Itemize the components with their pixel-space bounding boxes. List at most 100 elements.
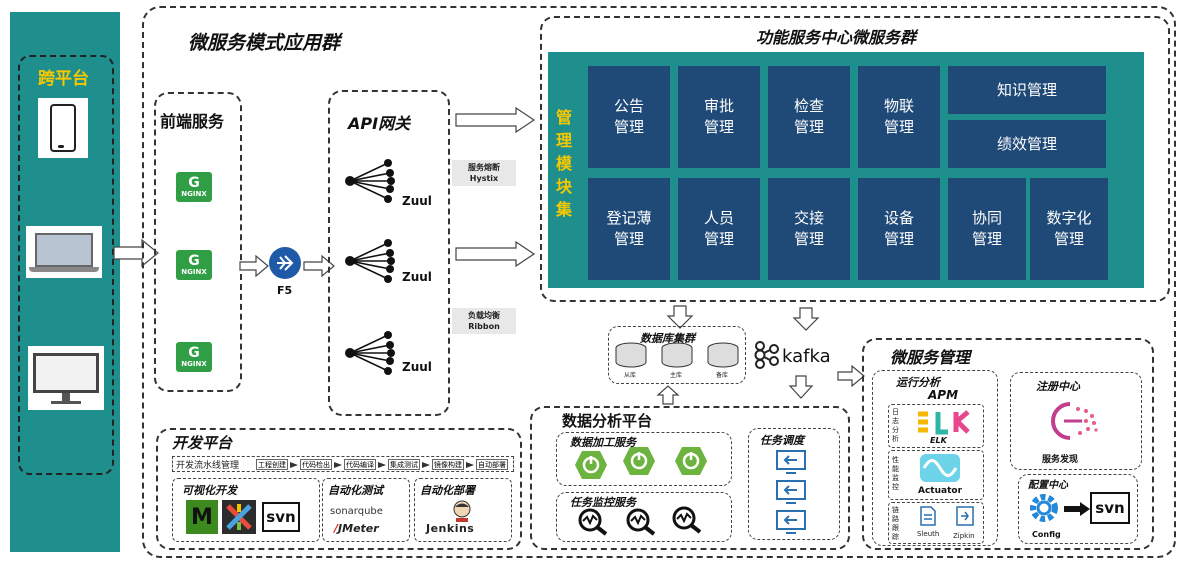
database-icon: [661, 342, 693, 368]
module-handover: 交接 管理: [768, 178, 850, 280]
database-icon: [707, 342, 739, 368]
monitor-search-icon: [578, 508, 608, 536]
visual-dev-container: [172, 478, 320, 542]
pipeline-label: 开发流水线管理: [176, 461, 240, 471]
management-modules-label: 管理模块集: [556, 108, 573, 219]
auto-deploy-container: [414, 478, 512, 542]
f5-label: F5: [277, 284, 293, 297]
zuul-label: Zuul: [402, 194, 432, 208]
elk-icon: [918, 410, 970, 435]
database-icon: [615, 342, 647, 368]
module-equipment: 设备 管理: [858, 178, 940, 280]
module-inspection: 检查 管理: [768, 66, 850, 168]
spring-boot-icon: [675, 447, 707, 475]
pipeline-step: 自动部署: [476, 459, 508, 470]
laptop-icon: [26, 226, 102, 278]
trace-label: 链路跟踪: [892, 506, 899, 541]
db-label: 主库: [670, 372, 683, 379]
function-center-container: [540, 16, 1170, 302]
service-discovery-label: 服务发现: [1042, 455, 1079, 465]
frontend-container: [154, 92, 242, 392]
cross-platform-title: 跨平台: [38, 69, 89, 89]
sleuth-icon: [920, 506, 936, 526]
schedule-icon: [776, 510, 806, 534]
task-monitor-title: 任务监控服务: [570, 496, 636, 509]
task-monitor-container: [556, 492, 732, 542]
db-label: 从库: [624, 372, 637, 379]
eureka-icon: [1051, 402, 1098, 440]
pipeline-step: 代码检出: [300, 459, 332, 470]
dev-platform-title: 开发平台: [172, 434, 233, 452]
pipeline-arrows: [290, 462, 474, 468]
runtime-analysis-container: [872, 370, 998, 546]
db-cluster-container: [608, 326, 746, 384]
registry-container: [1010, 372, 1142, 470]
auto-test-title: 自动化测试: [328, 484, 383, 497]
zuul-label: Zuul: [402, 270, 432, 284]
schedule-icon: [776, 450, 806, 474]
gateway-title: API网关: [348, 114, 411, 133]
arrow-config-to-svn: [1064, 502, 1090, 516]
gateway-container: [328, 90, 450, 416]
arrow-frontend-to-f5: [239, 254, 269, 278]
auto-test-container: [322, 478, 410, 542]
config-container: [1018, 474, 1138, 544]
jmeter-logo: /JMeter: [334, 522, 379, 535]
zipkin-icon: [956, 506, 974, 526]
spring-boot-icon: [623, 447, 655, 475]
task-scheduling-title: 任务调度: [760, 434, 804, 447]
config-title: 配置中心: [1028, 480, 1068, 491]
module-personnel: 人员 管理: [678, 178, 760, 280]
actuator-label: Actuator: [918, 486, 963, 496]
zuul-icon: [345, 159, 395, 203]
log-analysis-box: [888, 404, 984, 448]
pipeline-step: 代码编译: [344, 459, 376, 470]
arrow-gateway-to-functions: [455, 106, 536, 134]
pipeline-step: 工程创建: [256, 459, 288, 470]
sonarqube-logo: sonarqube: [330, 506, 383, 517]
svn-logo: svn: [262, 502, 300, 532]
log-analysis-label: 日志分析: [892, 408, 899, 443]
db-cluster-title: 数据库集群: [640, 332, 695, 345]
jenkins-icon: [453, 500, 471, 522]
actuator-icon: [920, 454, 960, 482]
module-performance: 绩效管理: [948, 120, 1106, 168]
trace-box: [888, 502, 984, 544]
module-iot: 物联 管理: [858, 66, 940, 168]
module-knowledge: 知识管理: [948, 66, 1106, 114]
sleuth-label: Sleuth: [917, 530, 940, 538]
zuul-icon: [345, 331, 395, 375]
jenkins-label: Jenkins: [426, 522, 475, 535]
module-approval: 审批 管理: [678, 66, 760, 168]
app-group-title: 微服务模式应用群: [188, 32, 341, 54]
data-platform-container: [530, 406, 850, 550]
frontend-title: 前端服务: [160, 112, 225, 131]
arrow-kafka-to-mgmt: [837, 364, 865, 388]
function-center-title: 功能服务中心微服务群: [756, 28, 917, 47]
arrow-functions-to-kafka: [792, 307, 820, 331]
schedule-icon: [776, 480, 806, 504]
spring-boot-icon: [575, 451, 607, 479]
data-platform-title: 数据分析平台: [562, 412, 653, 430]
pipeline-step: 镜像构建: [432, 459, 464, 470]
data-processing-title: 数据加工服务: [570, 436, 636, 449]
task-scheduling-container: [748, 428, 840, 540]
module-digital: 数字化 管理: [1030, 178, 1108, 280]
microservice-mgmt-container: [862, 338, 1154, 550]
zuul-icon: [345, 239, 395, 283]
cross-tool-icon: [222, 500, 256, 534]
svn-logo: svn: [1090, 492, 1130, 524]
apm-label: APM: [928, 388, 959, 402]
desktop-icon: [28, 346, 104, 410]
perf-monitor-box: [888, 450, 984, 500]
module-collaboration: 协同 管理: [948, 178, 1026, 280]
zipkin-label: Zipkin: [953, 532, 975, 540]
monitor-search-icon: [626, 508, 656, 536]
db-label: 备库: [716, 372, 729, 379]
microservice-mgmt-title: 微服务管理: [890, 348, 971, 367]
arrow-gateway-to-functions: [455, 240, 536, 268]
